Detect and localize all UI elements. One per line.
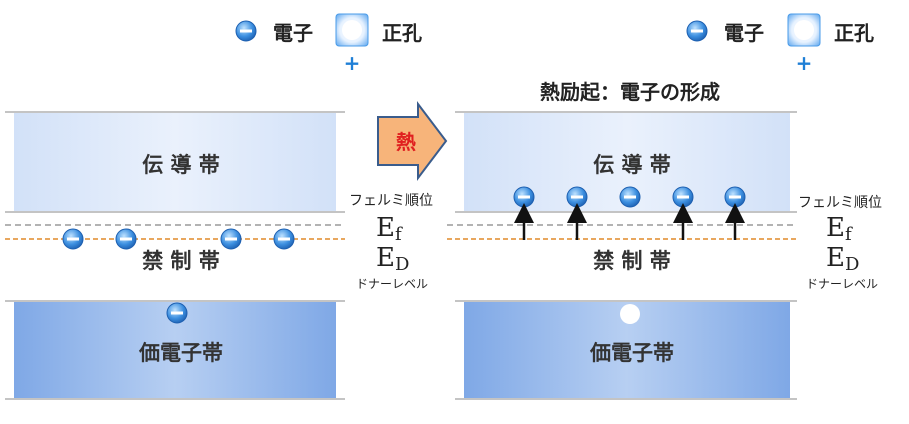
electron-minus-icon: [240, 29, 252, 33]
legend-hole-label: 正孔: [382, 21, 422, 45]
hole-legend-circle: [342, 20, 362, 40]
valence-band-label: 価電子帯: [138, 341, 223, 365]
electron: [672, 186, 694, 208]
donor-label: ドナーレベル: [356, 277, 428, 291]
heat-arrow: 熱: [377, 101, 448, 181]
donor-label: ドナーレベル: [806, 277, 878, 291]
electron: [566, 186, 588, 208]
left-panel: 伝 導 帯 禁 制 帯 価電子帯 フェルミ順位 Ef ED ドナーレベル: [5, 111, 433, 400]
legend-left: 電子 正孔 +: [235, 13, 422, 75]
forbidden-band-label: 禁 制 帯: [142, 249, 220, 273]
fermi-label: フェルミ順位: [798, 195, 882, 211]
legend-hole-sign: +: [796, 51, 813, 75]
electron-minus-icon: [691, 29, 703, 33]
legend-electron-label: 電子: [273, 21, 313, 45]
forbidden-band-label: 禁 制 帯: [593, 249, 671, 273]
hole-legend-circle: [794, 20, 814, 40]
conduction-band-label: 伝 導 帯: [142, 153, 220, 177]
electron: [724, 186, 746, 208]
fermi-symbol: Ef: [376, 213, 403, 245]
legend-right: 電子 正孔 +: [686, 13, 874, 75]
electron: [220, 228, 242, 250]
electron: [62, 228, 84, 250]
valence-electron: [166, 302, 188, 324]
electron: [619, 186, 641, 208]
hole: [620, 304, 640, 324]
right-panel: 熱励起：電子の形成 伝 導 帯 禁 制 帯 価電子帯 フェルミ順位 E: [447, 80, 882, 400]
conduction-band-label: 伝 導 帯: [593, 153, 671, 177]
heat-label: 熱: [396, 130, 416, 154]
valence-band-label: 価電子帯: [589, 341, 674, 365]
donor-symbol: ED: [826, 243, 859, 275]
donor-symbol: ED: [376, 243, 409, 275]
legend-hole-sign: +: [344, 51, 361, 75]
fermi-symbol: Ef: [826, 213, 853, 245]
electron: [273, 228, 295, 250]
legend-hole-label: 正孔: [834, 21, 874, 45]
conduction-band: [14, 113, 336, 211]
legend-electron-label: 電子: [724, 21, 764, 45]
right-panel-title: 熱励起：電子の形成: [540, 80, 720, 104]
electron: [513, 186, 535, 208]
electron: [115, 228, 137, 250]
fermi-label: フェルミ順位: [349, 193, 433, 209]
donor-electrons: [62, 228, 295, 250]
excited-electrons: [513, 186, 746, 208]
excitation-arrows: [514, 203, 745, 240]
